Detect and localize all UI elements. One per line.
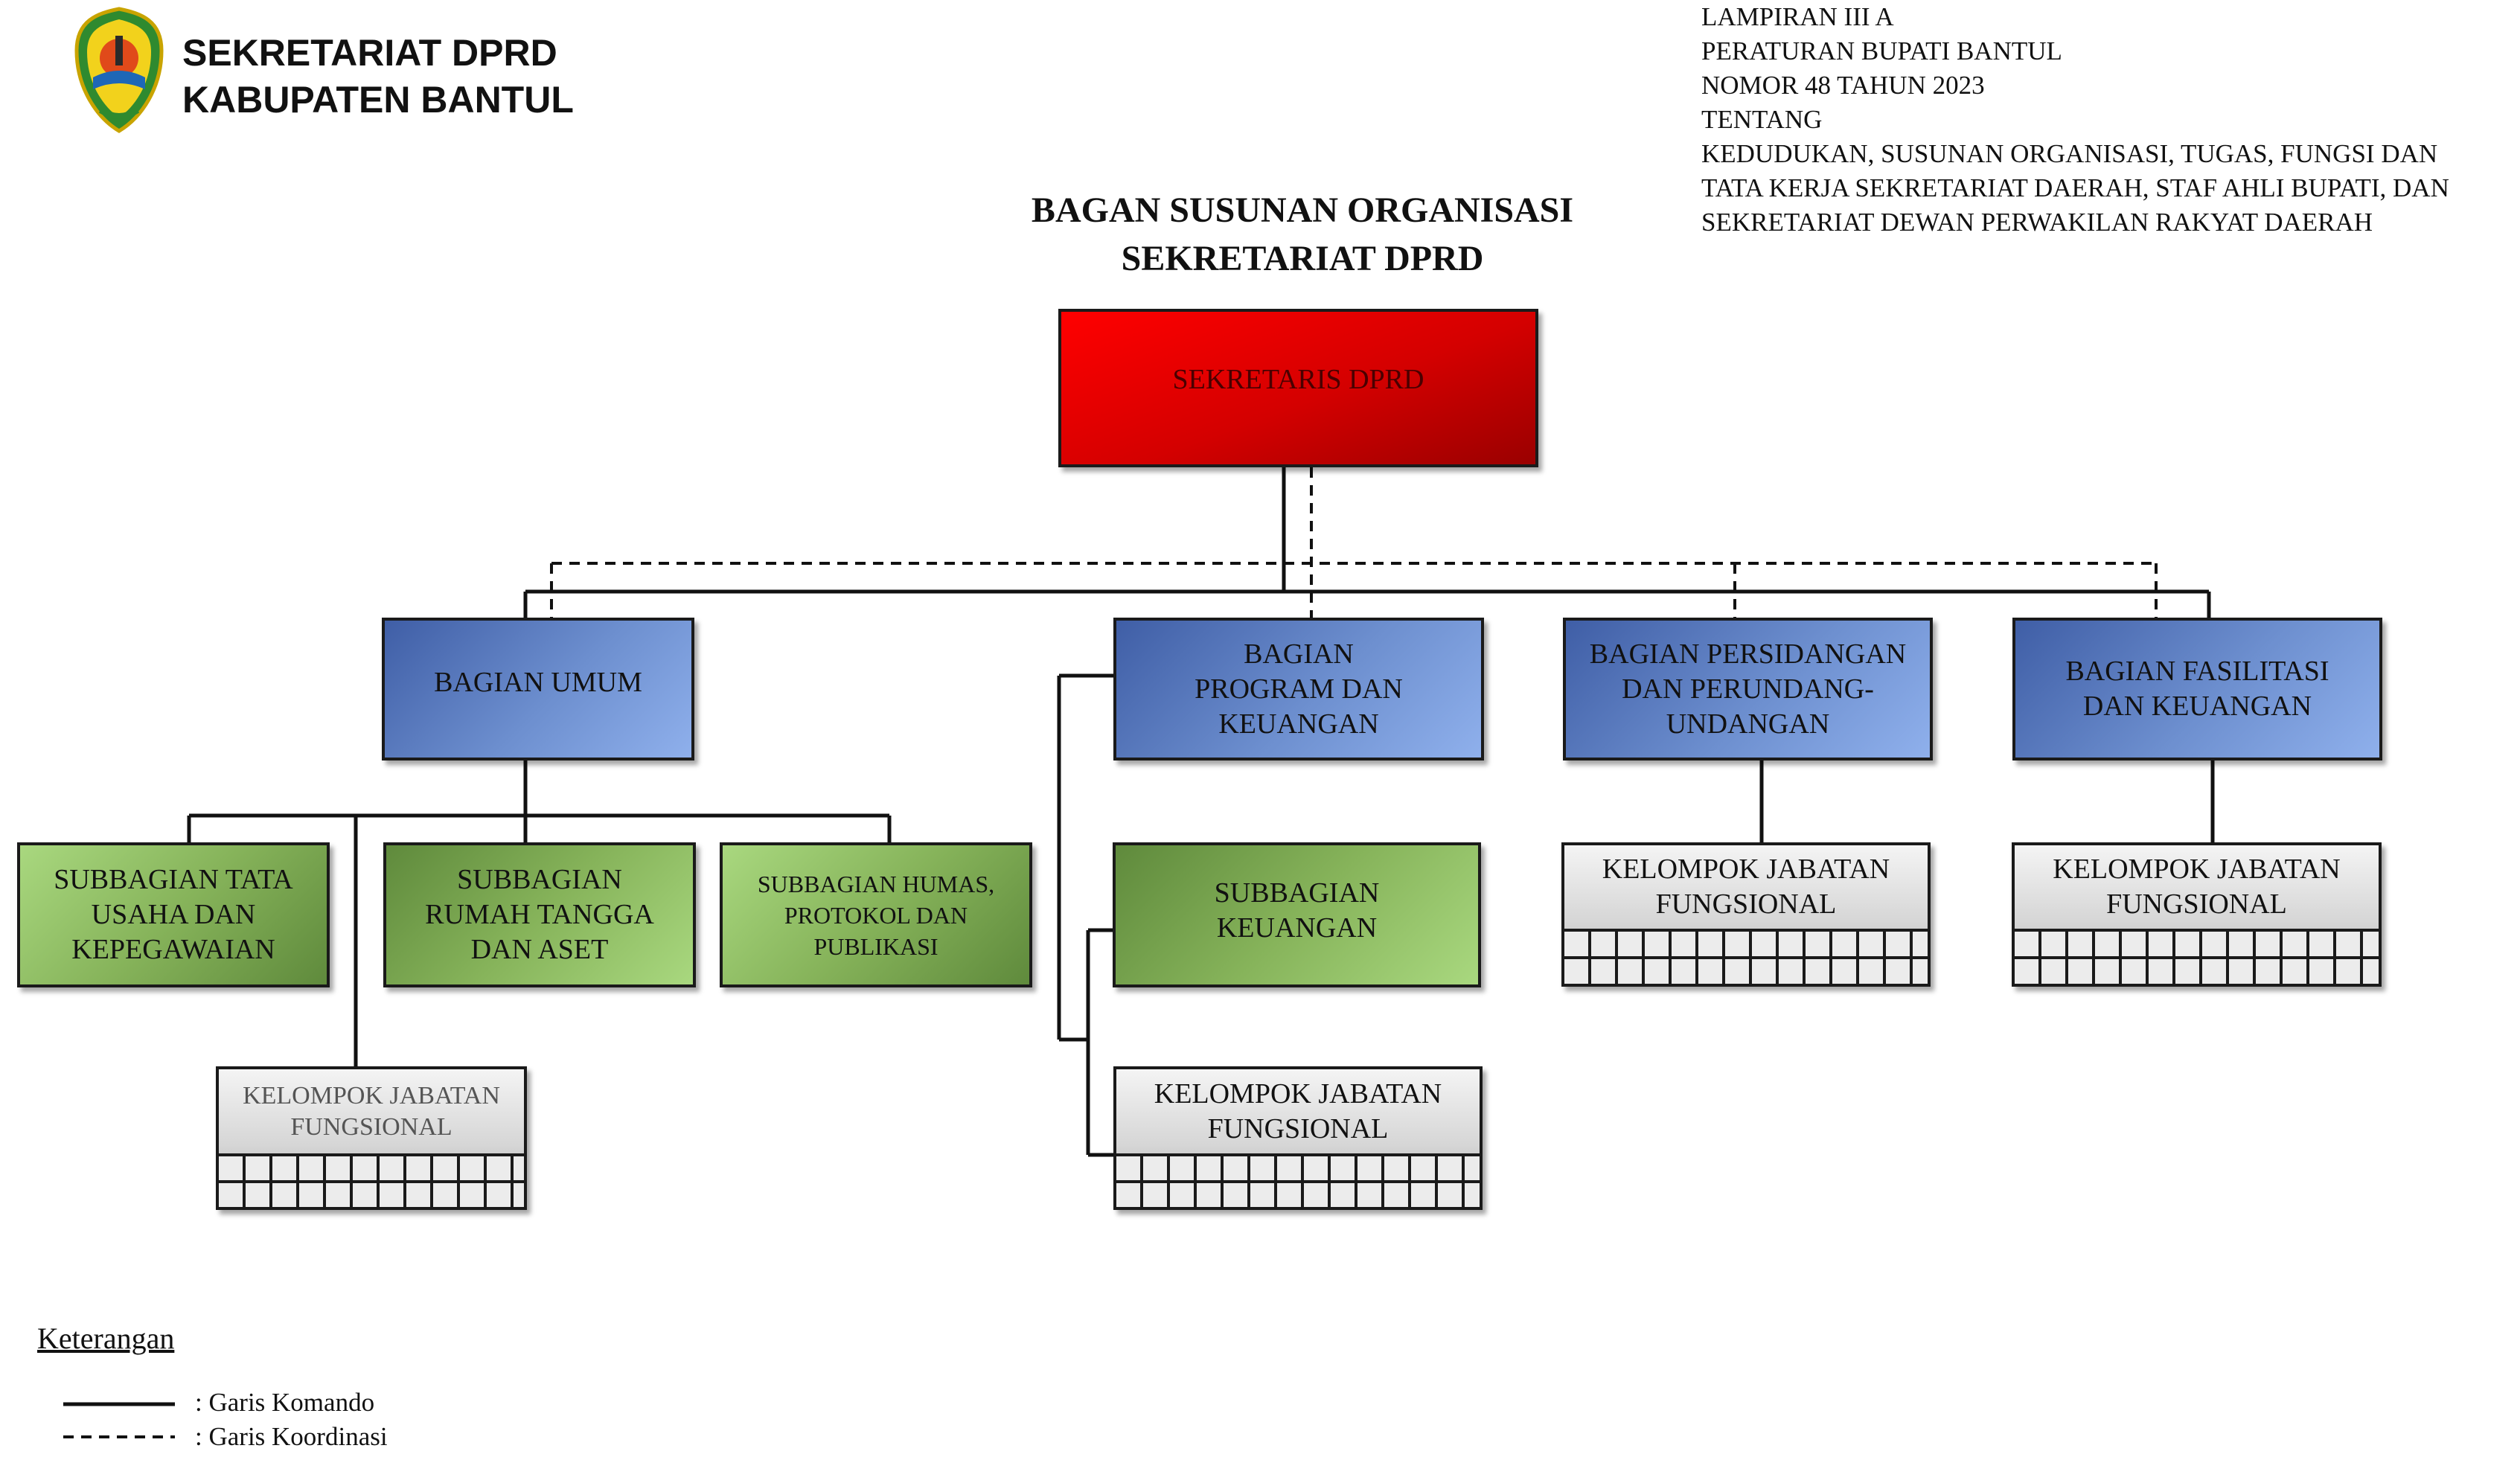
node-label: KELOMPOK JABATAN FUNGSIONAL (2053, 854, 2341, 920)
node-label: SUBBAGIAN KEUANGAN (1214, 877, 1380, 944)
lampiran-line: NOMOR 48 TAHUN 2023 (1701, 71, 1985, 100)
legend-line-samples (63, 1402, 175, 1438)
legend-komando-label: : Garis Komando (195, 1388, 375, 1417)
node-label: SUBBAGIAN TATA USAHA DAN KEPEGAWAIAN (54, 864, 293, 965)
kabupaten-bantul-emblem (74, 7, 164, 133)
node-label: BAGIAN PERSIDANGAN DAN PERUNDANG-UNDANGA… (1589, 638, 1907, 740)
lampiran-line: TATA KERJA SEKRETARIAT DAERAH, STAF AHLI… (1701, 173, 2449, 202)
fungsional-grid (1564, 929, 1928, 984)
node-kjf-umum: KELOMPOK JABATAN FUNGSIONAL (216, 1066, 527, 1210)
coordination-lines (550, 467, 2158, 620)
command-lines (187, 467, 2215, 1157)
lampiran-line: PERATURAN BUPATI BANTUL (1701, 36, 2062, 65)
fungsional-grid (219, 1153, 524, 1207)
node-label: SUBBAGIAN HUMAS, PROTOKOL DAN PUBLIKASI (757, 870, 995, 960)
node-subbagian-rumah-tangga: SUBBAGIAN RUMAH TANGGA DAN ASET (383, 842, 696, 987)
node-bagian-fasilitasi: BAGIAN FASILITASI DAN KEUANGAN (2012, 618, 2382, 760)
node-label: KELOMPOK JABATAN FUNGSIONAL (243, 1081, 500, 1141)
node-kjf-program: KELOMPOK JABATAN FUNGSIONAL (1113, 1066, 1483, 1210)
legend-heading: Keterangan (37, 1322, 175, 1355)
lampiran-line: KEDUDUKAN, SUSUNAN ORGANISASI, TUGAS, FU… (1701, 139, 2438, 168)
node-label: BAGIAN FASILITASI DAN KEUANGAN (2065, 656, 2329, 722)
lampiran-line: TENTANG (1701, 105, 1823, 134)
node-label: KELOMPOK JABATAN FUNGSIONAL (1154, 1077, 1442, 1144)
node-bagian-umum: BAGIAN UMUM (382, 618, 694, 760)
chart-title-line1: BAGAN SUSUNAN ORGANISASI (1031, 190, 1574, 230)
node-sekretaris-dprd: SEKRETARIS DPRD (1058, 309, 1538, 467)
node-label: SEKRETARIS DPRD (1172, 364, 1424, 395)
lampiran-line: LAMPIRAN III A (1701, 2, 1894, 31)
node-label: SUBBAGIAN RUMAH TANGGA DAN ASET (425, 864, 654, 965)
lampiran-line: SEKRETARIAT DEWAN PERWAKILAN RAKYAT DAER… (1701, 208, 2373, 237)
node-kjf-persidangan: KELOMPOK JABATAN FUNGSIONAL (1561, 842, 1931, 987)
node-label: BAGIAN UMUM (434, 666, 642, 698)
regulation-reference: LAMPIRAN III A PERATURAN BUPATI BANTUL N… (1701, 0, 2449, 240)
chart-title: BAGAN SUSUNAN ORGANISASI SEKRETARIAT DPR… (930, 186, 1675, 283)
legend-koordinasi-label: : Garis Koordinasi (195, 1422, 388, 1451)
org-name-line1: SEKRETARIAT DPRD (182, 32, 557, 74)
organization-name: SEKRETARIAT DPRD KABUPATEN BANTUL (182, 30, 574, 124)
node-label: KELOMPOK JABATAN FUNGSIONAL (1602, 854, 1890, 920)
node-subbagian-humas: SUBBAGIAN HUMAS, PROTOKOL DAN PUBLIKASI (720, 842, 1032, 987)
node-subbagian-tata-usaha: SUBBAGIAN TATA USAHA DAN KEPEGAWAIAN (17, 842, 330, 987)
chart-title-line2: SEKRETARIAT DPRD (1121, 239, 1484, 278)
fungsional-grid (2015, 929, 2379, 984)
node-kjf-fasilitasi: KELOMPOK JABATAN FUNGSIONAL (2012, 842, 2382, 987)
fungsional-grid (1116, 1153, 1480, 1207)
org-name-line2: KABUPATEN BANTUL (182, 79, 574, 121)
node-bagian-persidangan: BAGIAN PERSIDANGAN DAN PERUNDANG-UNDANGA… (1563, 618, 1933, 760)
node-bagian-program: BAGIAN PROGRAM DAN KEUANGAN (1113, 618, 1484, 760)
node-label: BAGIAN PROGRAM DAN KEUANGAN (1195, 638, 1403, 740)
node-subbagian-keuangan: SUBBAGIAN KEUANGAN (1113, 842, 1481, 987)
